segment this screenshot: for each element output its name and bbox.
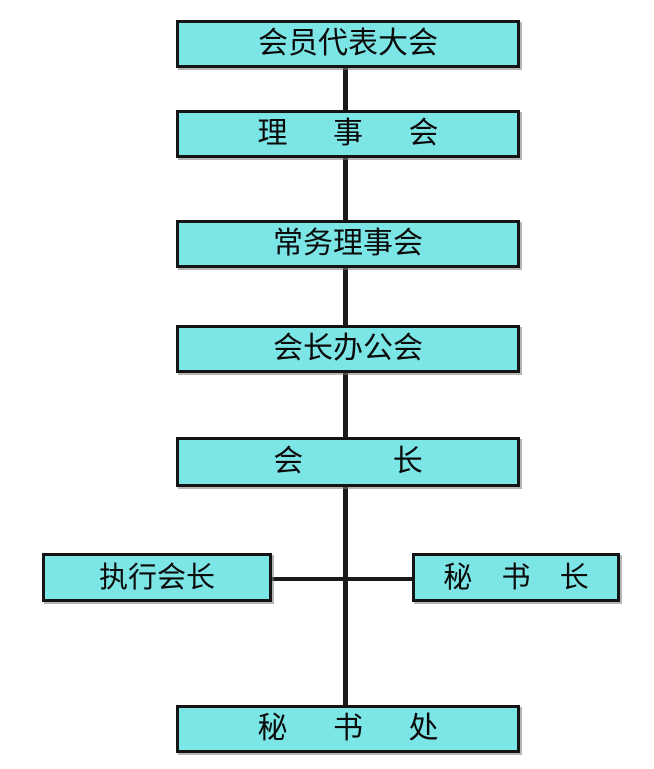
node-president-office[interactable]: 会长办公会 <box>176 325 520 373</box>
connector-standing-to-office <box>343 268 348 325</box>
connector-branch-to-secretariat <box>343 578 348 705</box>
node-standing-council[interactable]: 常务理事会 <box>176 220 520 268</box>
node-label-executive-president: 执行会长 <box>98 560 215 594</box>
connector-executive-to-spine <box>270 577 345 581</box>
node-president[interactable]: 会 长 <box>176 437 520 487</box>
node-executive-president[interactable]: 执行会长 <box>42 553 272 602</box>
node-label-standing-council: 常务理事会 <box>273 226 423 261</box>
node-label-members-assembly: 会员代表大会 <box>258 26 438 61</box>
connector-assembly-to-council <box>343 68 348 110</box>
node-members-assembly[interactable]: 会员代表大会 <box>176 20 520 68</box>
node-secretariat[interactable]: 秘 书 处 <box>176 705 520 753</box>
node-label-council: 理 事 会 <box>257 116 457 151</box>
connector-president-to-branch <box>343 487 348 578</box>
node-label-secretary-general: 秘 书 长 <box>443 560 599 594</box>
node-secretary-general[interactable]: 秘 书 长 <box>412 553 620 602</box>
node-council[interactable]: 理 事 会 <box>176 110 520 158</box>
connector-spine-to-secretary <box>345 577 414 581</box>
connector-office-to-president <box>343 373 348 437</box>
node-label-president: 会 长 <box>273 444 463 479</box>
node-label-president-office: 会长办公会 <box>273 331 423 366</box>
connector-council-to-standing <box>343 158 348 220</box>
node-label-secretariat: 秘 书 处 <box>257 711 457 746</box>
